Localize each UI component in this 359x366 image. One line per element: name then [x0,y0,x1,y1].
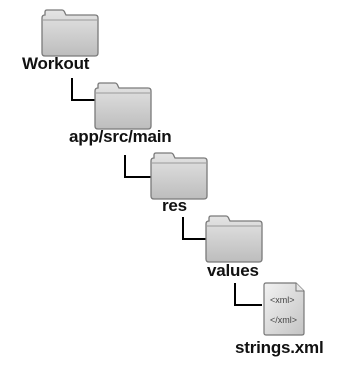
folder-icon[interactable] [41,9,99,57]
connector-values-to-strings [234,283,262,306]
folder-label-app-src-main[interactable]: app/src/main [69,127,172,146]
connector-workout-to-app [71,78,96,101]
folder-label-workout[interactable]: Workout [22,54,90,73]
connector-res-to-values [182,217,207,240]
xml-open-tag: <xml> [270,295,295,305]
folder-icon[interactable] [94,82,152,130]
folder-icon[interactable] [205,215,263,263]
xml-close-tag: </xml> [270,315,297,325]
connector-app-to-res [124,155,152,178]
xml-file-icon[interactable]: <xml> </xml> [263,282,305,336]
folder-label-values[interactable]: values [207,261,259,280]
file-label-strings-xml[interactable]: strings.xml [235,338,324,357]
folder-icon[interactable] [150,152,208,200]
connector-lines [71,78,262,306]
folder-label-res[interactable]: res [162,196,187,215]
